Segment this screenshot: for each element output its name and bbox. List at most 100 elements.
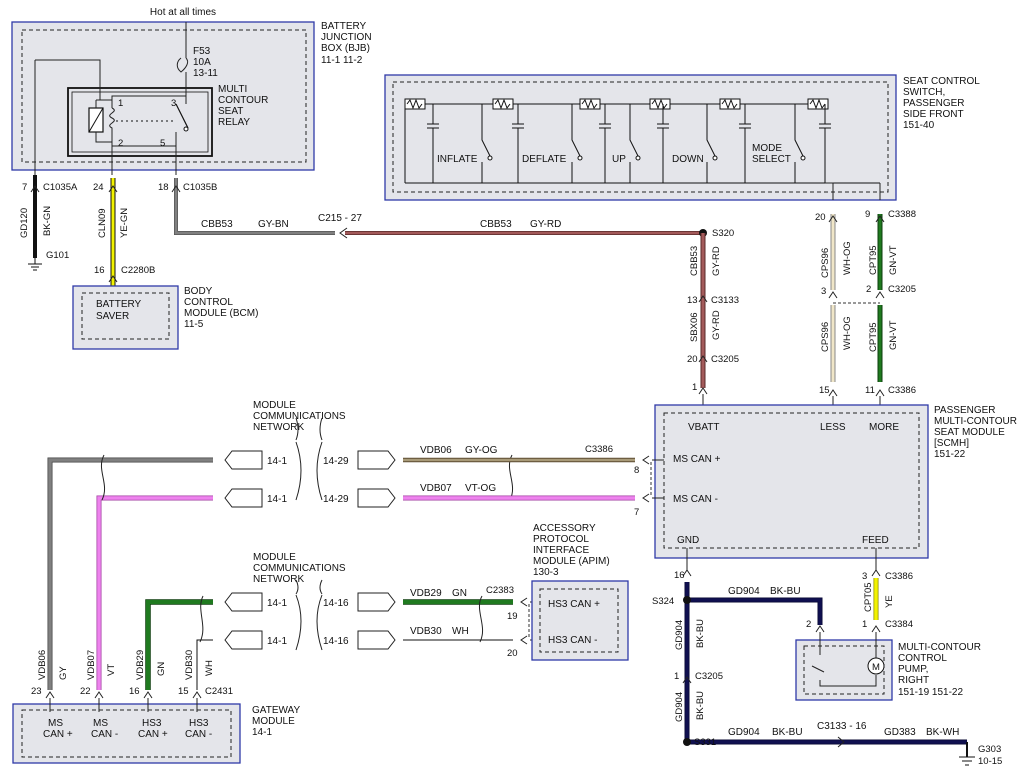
resistor-zigzag <box>494 98 511 110</box>
arrow-icon <box>875 215 885 223</box>
relay-label: MULTI CONTOUR SEAT RELAY <box>218 84 271 128</box>
wire-color: GN-VT <box>888 320 899 350</box>
pump-title-line: MULTI-CONTOUR <box>898 642 981 653</box>
arrow-icon <box>682 676 692 684</box>
wire-color: GN <box>156 662 167 676</box>
network-ref: 14-16 <box>323 636 349 647</box>
ground-label: G101 <box>46 250 69 261</box>
arrow-icon <box>108 275 118 283</box>
wire-label: CBB53 <box>201 219 233 230</box>
gateway-label-line: MS <box>93 718 108 729</box>
scm-gnd-label: GND <box>677 535 699 546</box>
splice-label: S320 <box>712 228 734 239</box>
bjb-title-line: BATTERY <box>321 21 367 32</box>
seat-switch-title: SEAT CONTROL SWITCH, PASSENGER SIDE FRON… <box>903 76 982 131</box>
arrow-icon <box>871 625 881 633</box>
gateway-label-line: MS <box>48 718 63 729</box>
network-title: MODULE COMMUNICATIONS NETWORK <box>253 400 348 433</box>
splice-s331 <box>683 738 691 746</box>
relay-line: RELAY <box>218 117 250 128</box>
resistor-zigzag <box>651 98 668 110</box>
switch-label-up: UP <box>612 154 626 165</box>
bjb-title-line: JUNCTION <box>321 32 372 43</box>
apim-title-line: PROTOCOL <box>533 534 589 545</box>
connector-label: C3386 <box>885 571 913 582</box>
wire-color: GN-VT <box>888 245 899 275</box>
network-ref: 14-1 <box>267 456 287 467</box>
pin-label: 3 <box>821 286 826 297</box>
connector-label: C1035B <box>183 182 217 193</box>
gateway-title-line: MODULE <box>252 716 295 727</box>
scm-more-label: MORE <box>869 422 899 433</box>
connector-c215-arrow <box>339 227 348 239</box>
bcm-ref: 11-5 <box>184 319 204 330</box>
seat-switch-title-line: SWITCH, <box>903 87 945 98</box>
apim-title: ACCESSORY PROTOCOL INTERFACE MODULE (API… <box>533 523 612 578</box>
arrow-icon <box>30 185 40 193</box>
pin-label: 22 <box>80 686 91 697</box>
relay-line: CONTOUR <box>218 95 268 106</box>
pin-label: 16 <box>129 686 140 697</box>
arrow-icon <box>875 291 885 299</box>
wire-color: BK-BU <box>770 586 801 597</box>
arrow-icon <box>143 691 153 699</box>
network-ref: 14-16 <box>323 598 349 609</box>
pump-title-line: PUMP, <box>898 664 928 675</box>
wire-color: BK-WH <box>926 727 959 738</box>
gateway-label-line: CAN + <box>138 729 168 740</box>
switch-contact-icon <box>706 104 716 183</box>
wire-color: VT-OG <box>465 483 496 494</box>
bjb-ref: 11-1 11-2 <box>321 55 363 66</box>
network-connector-shape <box>224 450 263 470</box>
capacitor-icon <box>512 104 524 183</box>
relay-pin-3: 3 <box>171 98 176 109</box>
arrow-icon <box>871 569 881 577</box>
seat-switch-title-line: PASSENGER <box>903 98 965 109</box>
connector-label: C2431 <box>205 686 233 697</box>
connector-label: C3386 <box>585 444 613 455</box>
wire-color: WH <box>204 660 215 676</box>
gateway-pin-label: HS3 CAN + <box>138 718 168 740</box>
wire-color: GY <box>58 666 69 680</box>
bcm-title-line: BODY <box>184 286 213 297</box>
gateway-pin-label: HS3 CAN - <box>185 718 212 740</box>
gateway-pin-label: MS CAN + <box>43 718 73 740</box>
relay-pin-2: 2 <box>118 138 123 149</box>
wire-label: VDB30 <box>184 650 195 680</box>
capacitor-icon <box>819 104 831 183</box>
scm-vbatt-label: VBATT <box>688 422 719 433</box>
wire-green-left <box>146 600 213 690</box>
resistor-zigzag <box>721 98 738 110</box>
wire-label: VDB07 <box>86 650 97 680</box>
arrow-icon <box>698 355 708 363</box>
wire-label: CPT05 <box>863 582 874 612</box>
relay-line: SEAT <box>218 106 243 117</box>
apim-ref: 130-3 <box>533 567 559 578</box>
switch-contact-group <box>427 104 831 183</box>
arrow-icon <box>875 389 885 397</box>
wire-label: CBB53 <box>480 219 512 230</box>
bcm-box-line: BATTERY <box>96 299 142 310</box>
pin-label: 13 <box>687 295 698 306</box>
switch-terminal-icon <box>577 155 583 161</box>
network-ref: 14-29 <box>323 456 349 467</box>
wire-color: WH <box>452 626 469 637</box>
network-ref: 14-1 <box>267 636 287 647</box>
scm-title-line: [SCMH] <box>934 438 969 449</box>
seat-switch-title-line: SEAT CONTROL <box>903 76 980 87</box>
network-connector-shape <box>357 488 396 508</box>
wire-label: GD904 <box>728 586 760 597</box>
bcm-box-line: SAVER <box>96 311 129 322</box>
arrow-icon <box>520 635 528 645</box>
pin-label: 23 <box>31 686 42 697</box>
scm-ref: 151-22 <box>934 449 966 460</box>
apim-module <box>531 580 629 661</box>
wire-label: CPS96 <box>820 248 831 278</box>
wire-color: GY-RD <box>530 219 561 230</box>
pin-label: 20 <box>687 354 698 365</box>
fuse-line: 13-11 <box>193 68 218 79</box>
scm-title-line: SEAT MODULE <box>934 427 1005 438</box>
bcm-module <box>72 285 179 350</box>
wire-color: BK-BU <box>695 619 706 648</box>
